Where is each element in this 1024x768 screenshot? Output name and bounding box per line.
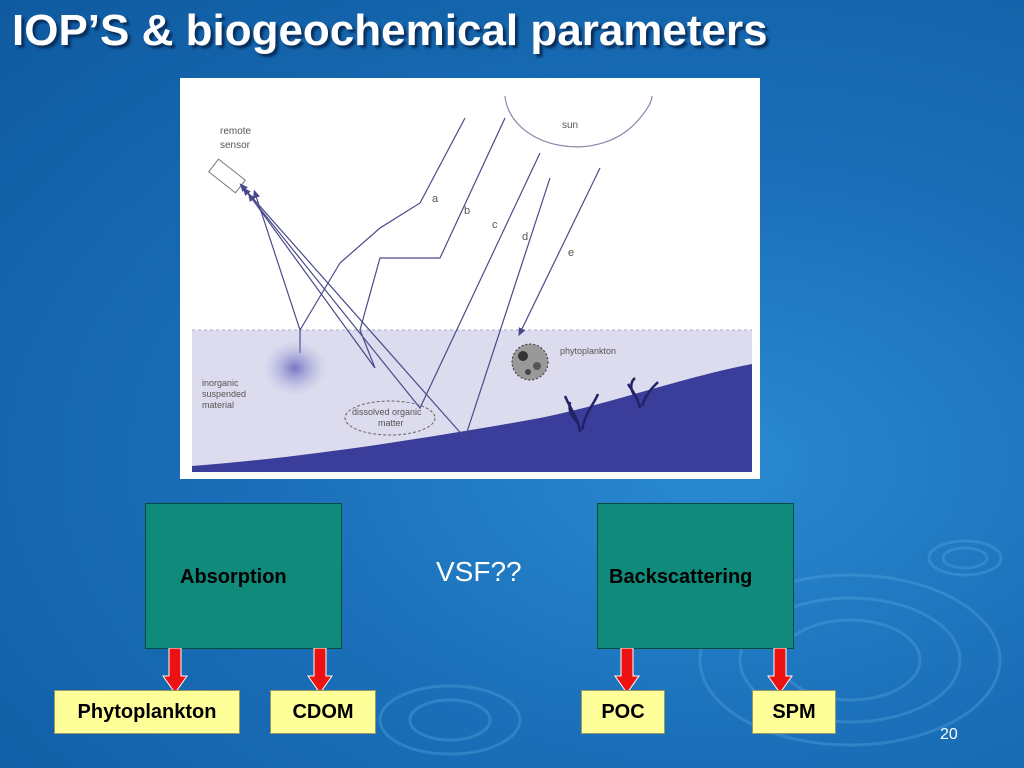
- ray-label-a: a: [432, 193, 439, 205]
- light-rays: [239, 117, 601, 440]
- arrow-to-spm: [767, 648, 793, 694]
- backscattering-label: Backscattering: [609, 566, 753, 588]
- remote-sensor-label-line2: sensor: [220, 140, 251, 151]
- ray-label-b: b: [464, 205, 470, 217]
- backscattering-box: [597, 503, 794, 649]
- dom-label-line2: matter: [378, 418, 404, 428]
- vsf-label: VSF??: [436, 556, 522, 587]
- ray-label-c: c: [492, 219, 498, 231]
- ocean-optics-figure: sun remote sensor a b c d e inorganic su…: [180, 78, 760, 479]
- ray-label-e: e: [568, 247, 574, 259]
- inorganic-label-line2: suspended: [202, 389, 246, 399]
- ray-label-d: d: [522, 231, 528, 243]
- absorption-label: Absorption: [180, 566, 287, 588]
- phytoplankton-box: Phytoplankton: [54, 690, 240, 734]
- ocean-optics-illustration: sun remote sensor a b c d e inorganic su…: [192, 95, 752, 472]
- spm-box: SPM: [752, 690, 836, 734]
- cdom-box: CDOM: [270, 690, 376, 734]
- page-number: 20: [940, 726, 958, 743]
- inorganic-label-line3: material: [202, 400, 234, 410]
- arrow-to-poc: [614, 648, 640, 694]
- sun-arc: [504, 95, 653, 148]
- arrow-to-phytoplankton: [162, 648, 188, 694]
- sun-label: sun: [562, 120, 578, 131]
- dom-outline: [344, 400, 436, 436]
- phytoplankton-label: phytoplankton: [560, 346, 616, 356]
- dom-label-line1: dissolved organic: [352, 407, 422, 417]
- remote-sensor-label-line1: remote: [220, 126, 252, 137]
- slide-title: IOP’S & biogeochemical parameters: [12, 6, 768, 55]
- inorganic-label-line1: inorganic: [202, 378, 239, 388]
- seaweed: [563, 377, 659, 433]
- remote-sensor: [207, 158, 247, 194]
- poc-box: POC: [581, 690, 665, 734]
- absorption-box: [145, 503, 342, 649]
- seabed: [192, 364, 752, 472]
- suspended-material-cloud: [263, 340, 327, 396]
- phytoplankton-cluster: [511, 343, 549, 381]
- arrow-to-cdom: [307, 648, 333, 694]
